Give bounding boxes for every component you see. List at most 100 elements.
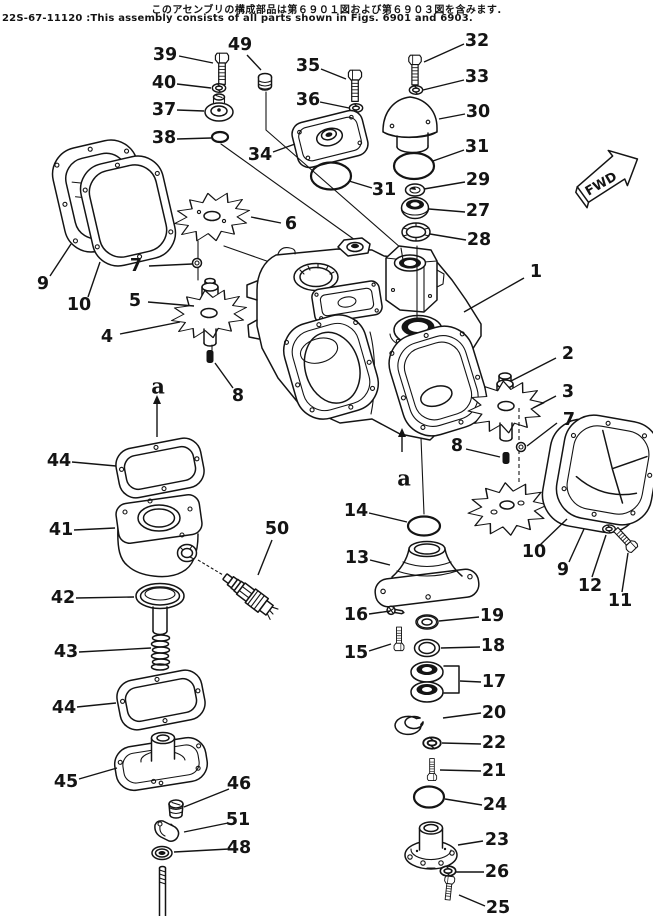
callout-label-8: 8 xyxy=(232,386,244,406)
hub-23 xyxy=(404,821,458,870)
assembly-line-49-end xyxy=(400,247,404,261)
callout-label-17: 17 xyxy=(482,672,506,692)
bolt-35 xyxy=(347,69,363,102)
callout-leader-8 xyxy=(465,448,501,458)
callout-label-7: 7 xyxy=(130,256,142,276)
pin-8-left xyxy=(206,344,214,363)
star-gear-6-right xyxy=(464,477,552,541)
callout-label-33: 33 xyxy=(465,67,489,87)
nut-29 xyxy=(404,183,426,197)
callout-leader-31 xyxy=(348,180,373,189)
callout-leader-15 xyxy=(368,643,392,652)
callout-label-51: 51 xyxy=(226,810,250,830)
bolt-39 xyxy=(214,52,230,85)
callout-leader-27 xyxy=(428,208,466,213)
ring-28 xyxy=(401,222,431,242)
callout-leader-41 xyxy=(73,527,116,531)
washer-19 xyxy=(415,614,439,630)
snap-ring-20 xyxy=(394,715,424,736)
callout-leader-10 xyxy=(539,518,568,546)
gasket-44-top xyxy=(115,437,205,499)
callout-label-29: 29 xyxy=(466,170,490,190)
lockwasher-22 xyxy=(422,736,442,750)
callout-label-4: 4 xyxy=(101,327,113,347)
callout-leader-45 xyxy=(78,767,118,780)
sensor-50 xyxy=(222,573,279,620)
callout-label-32: 32 xyxy=(465,31,489,51)
callout-label-30: 30 xyxy=(466,102,490,122)
callout-label-16: 16 xyxy=(344,605,368,625)
callout-label-35: 35 xyxy=(296,56,320,76)
assembly-line-38 xyxy=(220,143,356,241)
bolt-25 xyxy=(442,875,456,901)
oring-31-left xyxy=(309,161,353,191)
callout-label-5: 5 xyxy=(129,291,141,311)
callout-label-28: 28 xyxy=(467,230,491,250)
callout-leader-12 xyxy=(591,534,607,578)
callout-leader-20 xyxy=(442,712,482,719)
callout-label-10: 10 xyxy=(522,542,546,562)
gasket-44-bottom xyxy=(116,669,206,731)
callout-label-40: 40 xyxy=(152,73,176,93)
callout-leader-34 xyxy=(272,143,296,153)
header-note-japanese: このアセンブリの構成部品は第６９０１図および第６９０３図を含みます. xyxy=(151,5,502,16)
rod-47 xyxy=(158,865,167,916)
callout-label-50: 50 xyxy=(265,519,289,539)
callout-leader-10 xyxy=(87,261,101,298)
callout-leader-14 xyxy=(368,512,408,523)
callout-label-24: 24 xyxy=(483,795,507,815)
breather-37 xyxy=(204,93,234,122)
callout-label-1: 1 xyxy=(530,262,542,282)
callout-leader-50 xyxy=(257,539,273,576)
callout-label-9: 9 xyxy=(37,274,49,294)
callout-leader-35 xyxy=(320,68,347,80)
callout-leader-19 xyxy=(438,616,480,622)
callout-leader-2 xyxy=(510,357,557,382)
callout-leader-29 xyxy=(423,181,466,190)
callout-leader-13 xyxy=(369,559,391,566)
callout-leader-21 xyxy=(439,769,482,772)
valve-body-41 xyxy=(115,494,203,578)
oring-31-right xyxy=(392,151,436,181)
plug-49 xyxy=(257,72,273,91)
callout-label-49: 49 xyxy=(228,35,252,55)
callout-leader-25 xyxy=(458,894,486,907)
callout-label-13: 13 xyxy=(345,548,369,568)
callout-label-6: 6 xyxy=(285,214,297,234)
callout-leader-48 xyxy=(173,848,230,853)
callout-leader-24 xyxy=(444,798,483,806)
callout-label-25: 25 xyxy=(486,898,510,916)
section-marker-arrowhead-2 xyxy=(398,428,406,437)
plug-46 xyxy=(168,799,184,819)
callout-label-48: 48 xyxy=(227,838,251,858)
callout-label-12: 12 xyxy=(578,576,602,596)
star-gear-4-with-shaft-5 xyxy=(166,277,252,347)
callout-label-44: 44 xyxy=(47,451,71,471)
star-gear-3-with-shaft-2 xyxy=(464,372,548,442)
callout-label-45: 45 xyxy=(54,772,78,792)
callout-label-15: 15 xyxy=(344,643,368,663)
callout-leader-42 xyxy=(75,596,135,599)
callout-label-31: 31 xyxy=(372,180,396,200)
fwd-arrow: FWD xyxy=(575,149,639,209)
callout-label-23: 23 xyxy=(485,830,509,850)
callout-label-11: 11 xyxy=(608,591,632,611)
callout-label-39: 39 xyxy=(153,45,177,65)
pin-8-right xyxy=(502,452,510,464)
callout-leader-28 xyxy=(429,233,467,241)
callout-leader-46 xyxy=(183,788,230,808)
callout-leader-40 xyxy=(176,83,212,89)
callout-label-7: 7 xyxy=(563,410,575,430)
bearings-17 xyxy=(410,661,460,703)
callout-label-20: 20 xyxy=(482,703,506,723)
callout-leader-6 xyxy=(250,216,282,224)
cover-right xyxy=(555,414,653,526)
callout-label-19: 19 xyxy=(480,606,504,626)
callout-leader-30 xyxy=(438,113,466,120)
callout-label-2: 2 xyxy=(562,344,574,364)
callout-leader-11 xyxy=(621,552,629,593)
ring-7-left xyxy=(191,257,203,269)
callout-leader-39 xyxy=(178,55,214,64)
callout-label-26: 26 xyxy=(485,862,509,882)
